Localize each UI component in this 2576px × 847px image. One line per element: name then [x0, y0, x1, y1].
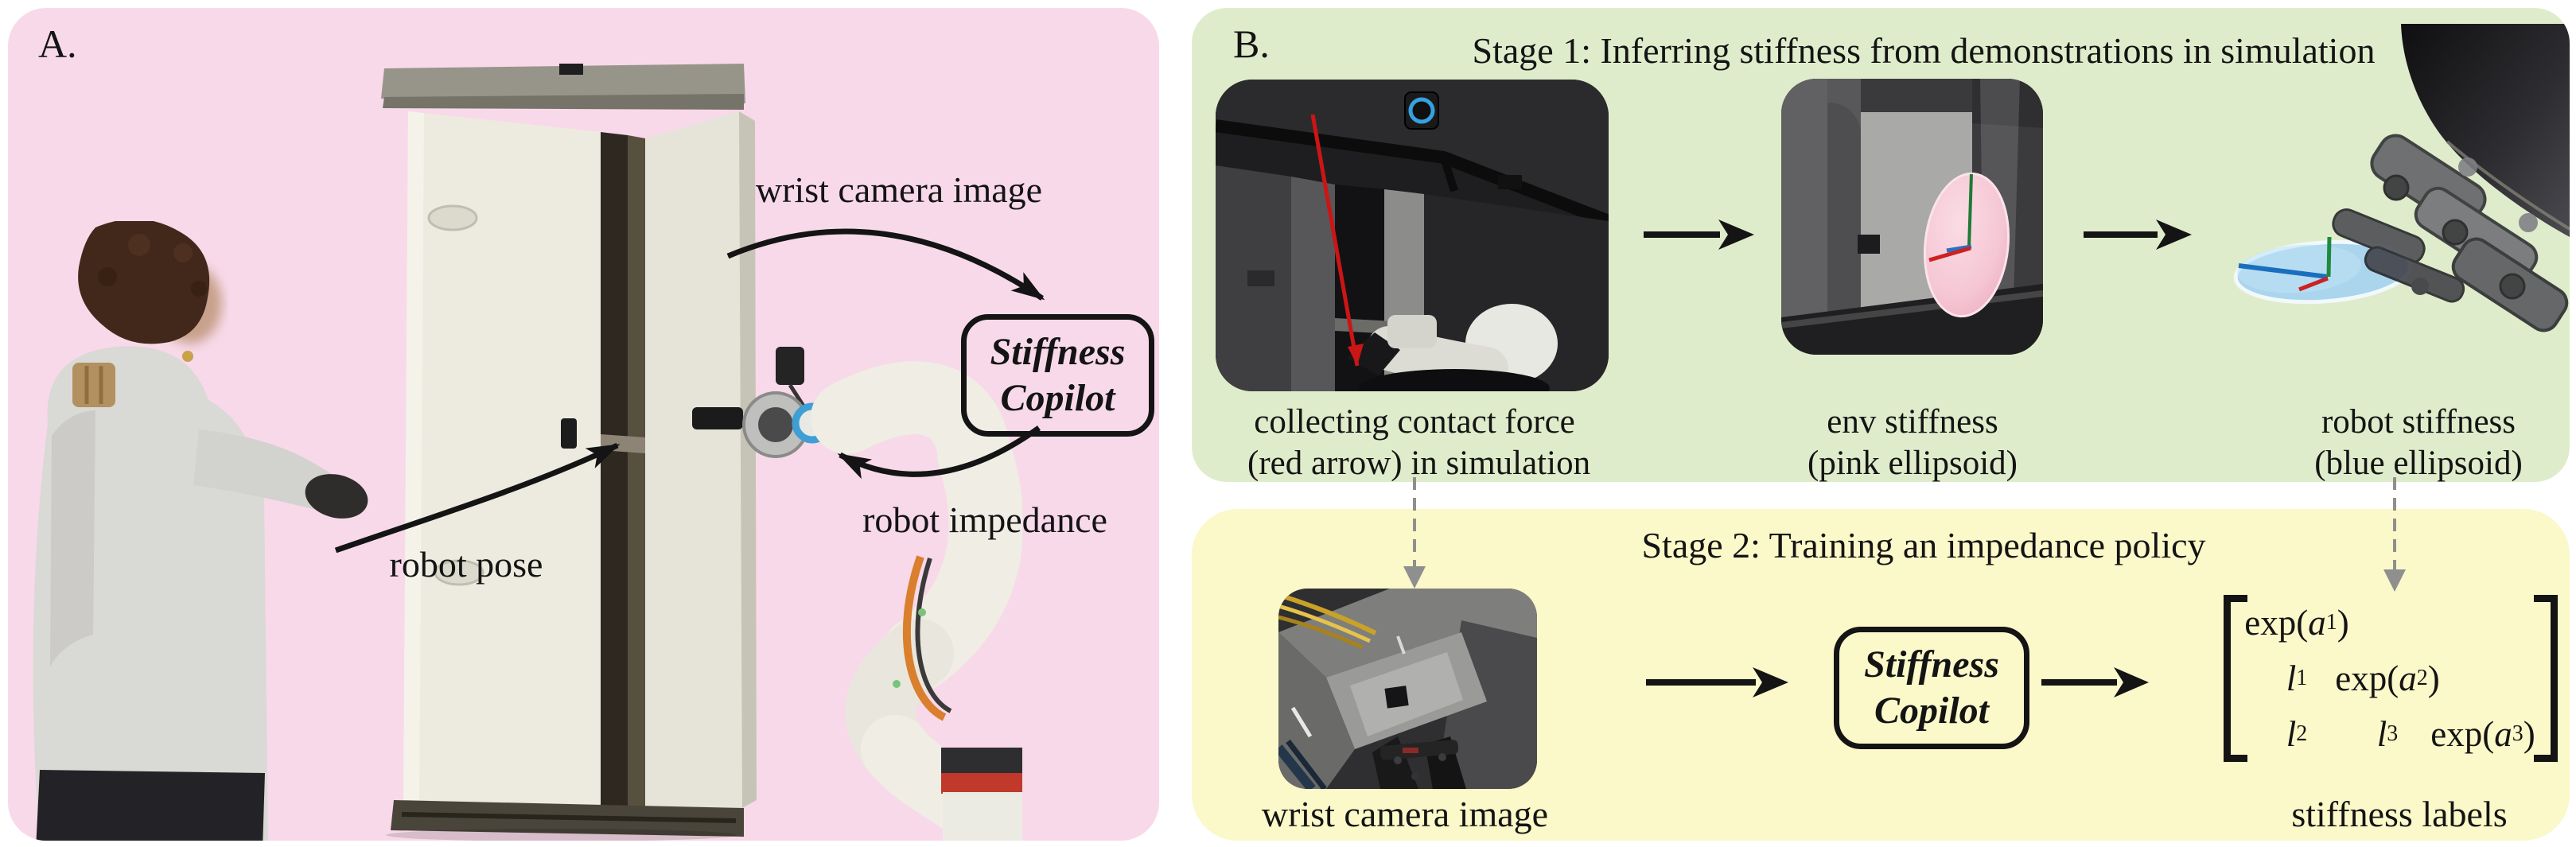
- robot-arm-photo: [692, 347, 1022, 841]
- panel-b-stage1: B. Stage 1: Inferring stiffness from dem…: [1192, 8, 2570, 482]
- sim-collecting-force-image: [1216, 80, 1609, 391]
- env-stiffness-image: [1781, 79, 2043, 355]
- gripper-fingers: [1372, 736, 1466, 789]
- stage2-wrist-caption: wrist camera image: [1261, 794, 1549, 834]
- stiffness-labels-caption: stiffness labels: [2291, 794, 2508, 834]
- stage2-title: Stage 2: Training an impedance policy: [1641, 525, 2206, 565]
- arrow-copilot-robot-impedance: [837, 425, 1041, 480]
- copilot-line1: Stiffness: [1864, 643, 1999, 686]
- caption-env-stiffness: env stiffness (pink ellipsoid): [1807, 403, 2018, 482]
- arrow-env-to-robot-stiffness: [2084, 220, 2192, 250]
- matrix-left-bracket: [2224, 595, 2247, 762]
- arrow-wrist-camera-to-copilot: [726, 228, 1045, 301]
- stage1-title: Stage 1: Inferring stiffness from demons…: [1472, 30, 2376, 71]
- env-stiffness-art: [1781, 79, 2043, 355]
- cabinet-photo: [381, 64, 757, 841]
- panel-b-label: B.: [1233, 21, 1270, 66]
- sim-collecting-force-art: [1216, 80, 1609, 391]
- human-demonstrator-photo: [33, 221, 368, 841]
- panel-a-arrows: [334, 228, 1045, 554]
- stiffness-copilot-box-stage2: Stiffness Copilot: [1834, 627, 2029, 749]
- panel-a-label: A.: [38, 21, 77, 66]
- stage2-wrist-camera-image: [1278, 589, 1537, 789]
- robot-gripper-linkage: [2332, 134, 2569, 332]
- matrix-right-bracket: [2534, 595, 2558, 762]
- caption-collecting-force: collecting contact force (red arrow) in …: [1247, 403, 1591, 482]
- contact-force-red-arrow: [1310, 114, 1360, 367]
- arrow-sim-to-env-stiffness: [1644, 220, 1754, 250]
- robot-pose-label: robot pose: [389, 544, 543, 585]
- wrist-camera-art: [1278, 589, 1537, 789]
- wrist-camera-image-label: wrist camera image: [755, 169, 1043, 210]
- stiffness-copilot-box-a: Stiffness Copilot: [961, 314, 1154, 437]
- copilot-line2: Copilot: [1874, 690, 1990, 732]
- caption-robot-stiffness: robot stiffness (blue ellipsoid): [2314, 403, 2523, 482]
- panel-a-teleoperation: A.: [8, 8, 1159, 841]
- env-stiffness-pink-ellipsoid: [1923, 172, 2010, 318]
- arrow-robot-pose: [334, 442, 621, 554]
- arrow-wrist-to-copilot: [1646, 667, 1788, 697]
- copilot-line1: Stiffness: [990, 331, 1126, 373]
- panel-b-stage2: Stage 2: Training an impedance policy: [1192, 509, 2570, 841]
- copilot-line2: Copilot: [1000, 377, 1115, 419]
- robot-impedance-label: robot impedance: [862, 499, 1107, 540]
- arrow-copilot-to-matrix: [2041, 667, 2149, 697]
- robot-stiffness-image: [2233, 24, 2570, 332]
